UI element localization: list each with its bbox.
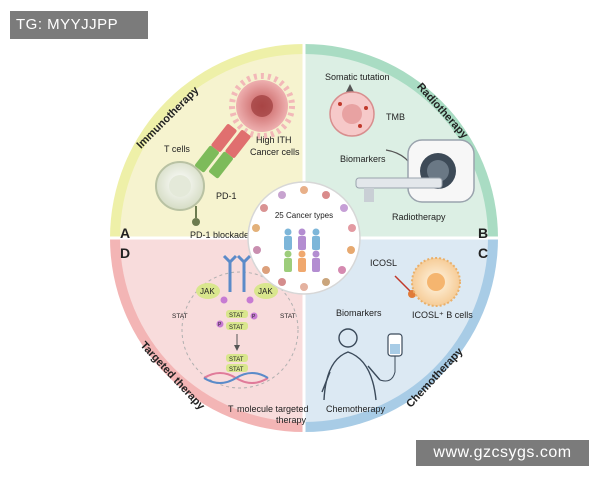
stat-dimer-top: STAT STAT P P (216, 310, 258, 331)
cancer-cell-icon (229, 73, 295, 139)
svg-text:JAK: JAK (200, 287, 215, 296)
people-icons (284, 228, 320, 272)
letter-d: D (120, 245, 130, 261)
label-pd1: PD-1 (216, 191, 237, 201)
svg-text:STAT: STAT (229, 313, 244, 319)
label-molecule-targeted: molecule targeted (237, 404, 309, 414)
t-cell-icon (155, 161, 205, 211)
label-radiotherapy: Radiotherapy (392, 212, 446, 222)
label-chemotherapy: Chemotherapy (326, 404, 386, 414)
svg-text:JAK: JAK (258, 287, 273, 296)
stat-dimer-bottom: STAT STAT (226, 354, 248, 373)
letter-b: B (478, 225, 488, 241)
organ-icons-ring (252, 186, 356, 291)
label-biomarkers-c: Biomarkers (336, 308, 382, 318)
svg-text:STAT: STAT (229, 367, 244, 373)
watermark-bottom: www.gzcsygs.com (416, 440, 589, 466)
label-t-mark: T (228, 404, 234, 414)
tumor-cell-icon (329, 91, 375, 137)
svg-text:STAT: STAT (229, 357, 244, 363)
quadrant-d (120, 238, 304, 422)
label-somatic-tutation: Somatic tutation (325, 72, 390, 82)
label-icosl: ICOSL (370, 258, 397, 268)
tcr-receptor-icon (195, 124, 251, 179)
patient-icon (321, 328, 381, 401)
center-label: 25 Cancer types (275, 211, 333, 220)
watermark-top: TG: MYYJJPP (10, 11, 148, 39)
label-biomarkers-b: Biomarkers (340, 154, 386, 164)
label-icosl-b-cells: ICOSL⁺ B cells (412, 310, 473, 320)
label-t-cells: T cells (164, 144, 190, 154)
dna-helix-icon (203, 372, 269, 384)
svg-text:P: P (252, 314, 256, 320)
label-high-ith: High ITH (256, 135, 292, 145)
b-cell-icon (411, 257, 461, 307)
svg-text:P: P (218, 322, 222, 328)
svg-text:STAT: STAT (229, 325, 244, 331)
iv-drip-icon (379, 333, 403, 382)
letter-c: C (478, 245, 488, 261)
jak-right: JAK (254, 283, 278, 299)
nucleus-outline (181, 271, 299, 389)
label-pd1-blockade: PD-1 blockade (190, 230, 249, 240)
stat-right: STAT (280, 313, 296, 320)
label-cancer-cells: Cancer cells (250, 147, 300, 157)
pd1-antibody-icon (192, 206, 200, 226)
receptor-icon (222, 254, 252, 292)
letter-a: A (120, 225, 130, 241)
jak-left: JAK (196, 283, 220, 299)
label-therapy: therapy (276, 415, 307, 425)
label-tmb: TMB (386, 112, 405, 122)
stat-left: STAT (172, 313, 188, 320)
ct-scanner-icon (355, 139, 475, 203)
